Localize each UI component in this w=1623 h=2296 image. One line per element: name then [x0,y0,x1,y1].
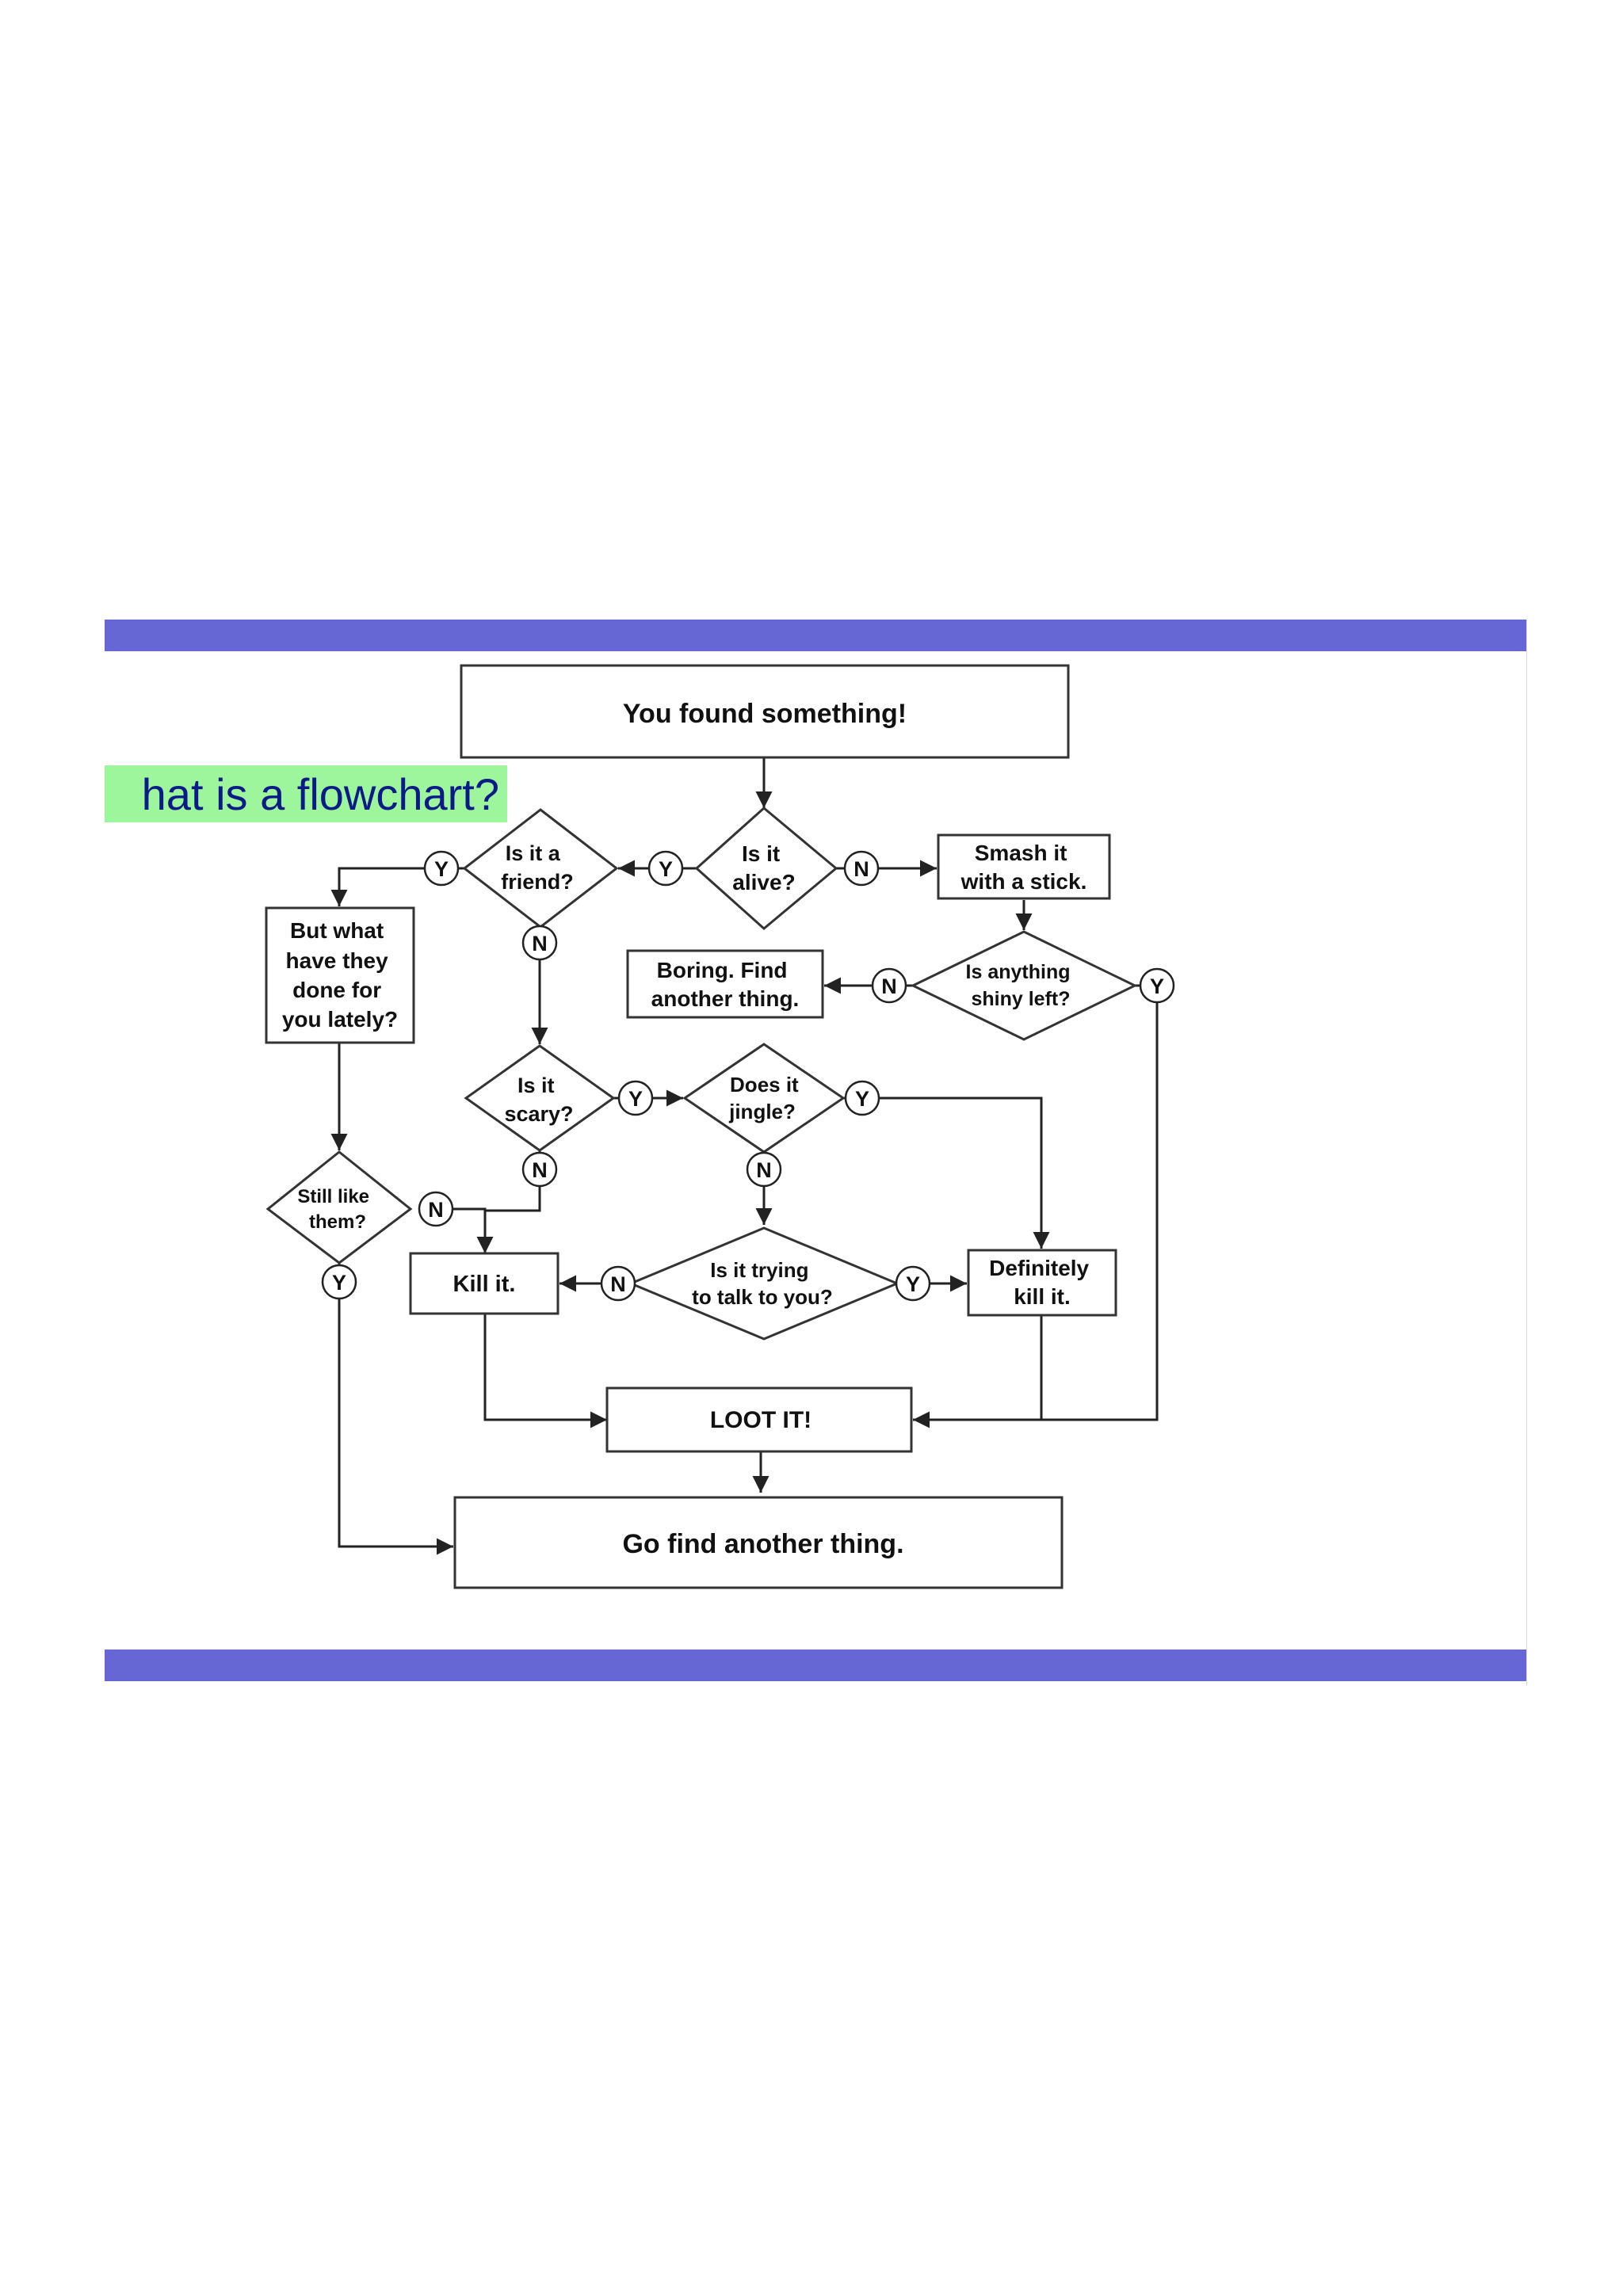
node-lately-text: But what have they done for you lately? [282,918,398,1032]
decision-scary: Is it scary? [464,1044,616,1152]
edge-friend-lately [330,867,464,906]
node-definitely-text: Definitely kill it. [989,1256,1095,1309]
edge-shiny-loot [913,984,1159,1428]
node-start-text: You found something! [623,699,907,729]
tag-shiny-yes: Y [1139,967,1175,1004]
node-definitely: Definitely kill it. [967,1249,1117,1317]
node-kill: Kill it. [409,1252,559,1315]
svg-text:Y: Y [906,1272,920,1296]
node-start: You found something! [460,664,1070,759]
svg-text:N: N [610,1272,626,1296]
svg-text:N: N [881,974,897,998]
svg-text:N: N [756,1158,772,1182]
tag-talk-no: N [600,1265,636,1302]
tag-friend-yes: Y [423,850,460,887]
tag-alive-no: N [843,850,880,887]
node-smash-text: Smash it with a stick. [960,841,1087,894]
decision-alive-text: Is it alive? [732,841,795,894]
tag-alive-yes: Y [647,850,684,887]
decision-talk-text: Is it trying to talk to you? [692,1258,833,1309]
flowchart-diagram: You found something! Is it alive? Is it … [265,664,1175,1589]
svg-text:Y: Y [434,857,449,881]
node-smash: Smash it with a stick. [937,833,1111,900]
tag-still-yes: Y [321,1264,357,1300]
edge-kill-loot [483,1314,607,1428]
svg-text:N: N [532,1158,548,1182]
decision-still: Still like them? [265,1150,413,1264]
tag-scary-yes: Y [617,1080,654,1116]
node-boring: Boring. Find another thing. [626,949,824,1019]
svg-text:Y: Y [1150,974,1164,998]
decision-shiny: Is anything shiny left? [910,930,1138,1041]
tag-shiny-no: N [871,967,907,1004]
edge-scary-kill [476,1136,541,1253]
node-gofind: Go find another thing. [453,1496,1064,1589]
svg-text:Y: Y [628,1087,643,1111]
node-loot: LOOT IT! [605,1386,913,1453]
node-kill-text: Kill it. [453,1272,516,1297]
tag-jingle-yes: Y [844,1080,880,1116]
svg-text:Y: Y [659,857,673,881]
decision-scary-text: Is it scary? [504,1074,573,1126]
decision-friend-text: Is it a friend? [501,841,574,894]
tag-still-no: N [418,1191,454,1227]
svg-text:N: N [854,857,869,881]
decision-shiny-text: Is anything shiny left? [966,961,1076,1010]
tag-jingle-no: N [746,1151,782,1188]
decision-friend: Is it a friend? [462,808,619,929]
tag-scary-no: N [521,1151,558,1188]
svg-text:Y: Y [332,1271,346,1295]
slide-top-bar [105,620,1526,651]
node-gofind-text: Go find another thing. [622,1529,903,1559]
svg-text:N: N [532,932,548,955]
tag-talk-yes: Y [895,1265,931,1302]
svg-text:N: N [428,1198,444,1222]
decision-talk: Is it trying to talk to you? [628,1226,900,1341]
decision-jingle-text: Does it jingle? [728,1073,804,1123]
node-lately: But what have they done for you lately? [265,906,415,1044]
decision-still-text: Still like them? [297,1186,374,1233]
node-boring-text: Boring. Find another thing. [651,958,800,1011]
decision-alive: Is it alive? [694,807,838,930]
slide-title: hat is a flowchart? [141,769,499,819]
decision-jingle: Does it jingle? [682,1043,846,1154]
edge-still-gofind [338,1239,453,1555]
slide-bottom-bar [105,1650,1526,1681]
edge-jingle-definitely [843,1097,1050,1249]
node-loot-text: LOOT IT! [710,1407,812,1433]
slide-title-box: hat is a flowchart? [105,765,507,822]
tag-friend-no: N [521,925,558,961]
slide: hat is a flowchart? [105,620,1527,1686]
svg-text:Y: Y [855,1087,869,1111]
